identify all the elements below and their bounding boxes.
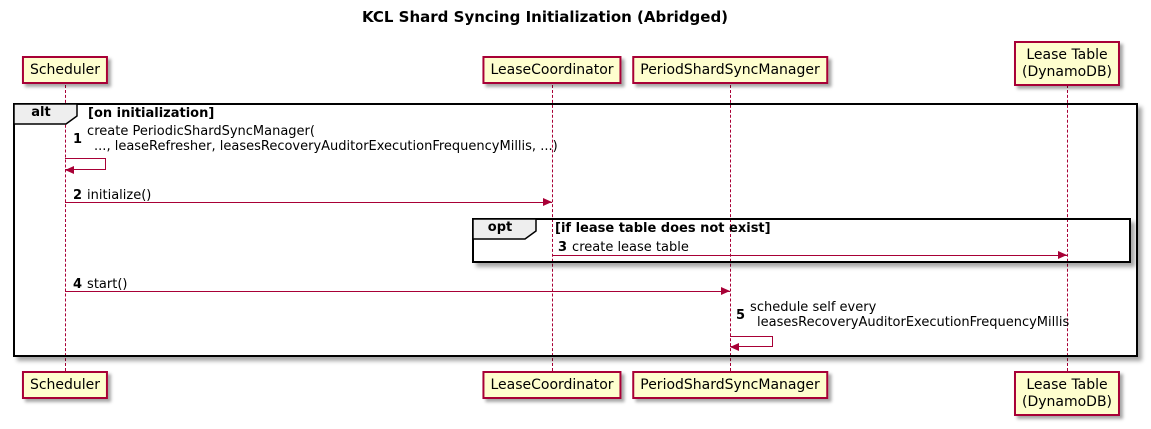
participant-box-scheduler-top: Scheduler [21,56,109,84]
participant-label: Scheduler [29,377,101,393]
participant-box-lease-table-bottom: Lease Table (DynamoDB) [1013,371,1121,416]
participant-box-lease-coordinator-bottom: LeaseCoordinator [482,371,622,399]
alt-frame-tab-shape [13,103,78,125]
alt-frame [13,103,1138,357]
message-5-text-line1: schedule self every [750,300,877,315]
participant-label: Lease Table [1026,47,1108,63]
message-5-arrowhead-icon [730,343,739,351]
participant-label: PeriodShardSyncManager [640,62,820,78]
participant-box-scheduler-bottom: Scheduler [21,371,109,399]
opt-frame-tab-shape [472,218,537,240]
message-3-arrow [552,255,1067,256]
message-5-self-arrow [730,336,773,347]
lifeline-lease-coordinator [552,85,553,371]
participant-box-lease-table-top: Lease Table (DynamoDB) [1013,41,1121,86]
message-5-text-line2: leasesRecoveryAuditorExecutionFrequencyM… [757,315,1070,330]
message-5-number: 5 [736,307,746,323]
lifeline-period-shard-sync-manager [730,85,731,371]
message-1-label: 1 create PeriodicShardSyncManager( ..., … [73,124,558,154]
message-4-label: 4 start() [73,277,127,292]
message-1-arrowhead-icon [65,166,74,174]
message-1-text-line2: ..., leaseRefresher, leasesRecoveryAudit… [94,139,558,154]
participant-box-lease-coordinator-top: LeaseCoordinator [482,56,622,84]
message-2-arrowhead-icon [543,198,552,206]
alt-frame-label: alt [31,105,51,120]
opt-frame-guard: [if lease table does not exist] [555,221,771,236]
participant-label: Scheduler [29,62,101,78]
message-5-label: 5 schedule self every leasesRecoveryAudi… [736,300,1069,330]
message-2-arrow [65,202,552,203]
message-1-text-line1: create PeriodicShardSyncManager( [87,124,315,139]
participant-label-line2: (DynamoDB) [1021,64,1113,80]
message-3-text-line1: create lease table [572,240,689,255]
message-4-arrow [65,291,730,292]
diagram-title: KCL Shard Syncing Initialization (Abridg… [361,8,729,26]
participant-box-period-shard-sync-manager-top: PeriodShardSyncManager [632,56,828,84]
message-4-text-line1: start() [87,277,128,292]
message-3-arrowhead-icon [1058,251,1067,259]
message-4-arrowhead-icon [721,287,730,295]
opt-frame-label: opt [487,220,513,235]
participant-label-line2: (DynamoDB) [1021,394,1113,410]
alt-frame-guard: [on initialization] [88,106,215,121]
message-2-number: 2 [73,188,83,203]
message-1-self-arrow [65,158,106,170]
participant-label: PeriodShardSyncManager [640,377,820,393]
message-4-number: 4 [73,277,83,292]
participant-label: LeaseCoordinator [490,62,614,78]
participant-label: Lease Table [1026,377,1108,393]
message-2-label: 2 initialize() [73,188,151,203]
lifeline-scheduler [65,85,66,371]
participant-box-period-shard-sync-manager-bottom: PeriodShardSyncManager [632,371,828,399]
opt-frame [472,218,1131,263]
lifeline-lease-table [1067,85,1068,371]
alt-frame-tab: alt [13,103,79,125]
message-2-text-line1: initialize() [87,188,152,203]
message-3-number: 3 [558,240,568,255]
participant-label: LeaseCoordinator [490,377,614,393]
message-3-label: 3 create lease table [558,240,689,255]
message-1-number: 1 [73,131,83,147]
opt-frame-tab: opt [472,218,538,240]
